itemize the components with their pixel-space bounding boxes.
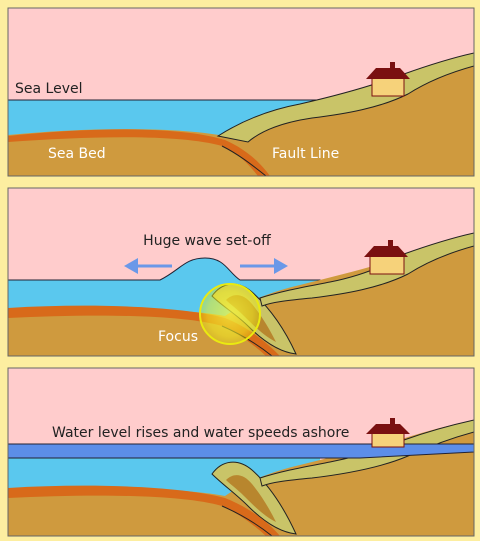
coastal-slope xyxy=(216,52,474,143)
sea-bed-label: Sea Bed xyxy=(48,146,106,162)
sea-bed-crust xyxy=(8,129,270,176)
panel-after: Water level rises and water speeds ashor… xyxy=(7,367,475,537)
focus-label: Focus xyxy=(158,329,198,345)
fault-line xyxy=(221,145,267,176)
panel-rupture: Huge wave set-off Focus xyxy=(7,187,475,357)
wedge-core xyxy=(226,475,276,522)
panel-before: Sea Level Sea Bed Fault Line xyxy=(7,7,475,177)
left-arrow xyxy=(124,258,172,274)
focus-highlight xyxy=(199,283,261,345)
panel-border xyxy=(7,367,475,537)
panel-border xyxy=(7,7,475,177)
house xyxy=(364,240,408,275)
house xyxy=(366,418,410,448)
rise-label: Water level rises and water speeds ashor… xyxy=(52,425,349,441)
sea-level-label: Sea Level xyxy=(15,81,82,97)
fault-line xyxy=(221,505,273,536)
right-arrow xyxy=(240,258,288,274)
panel-border xyxy=(7,187,475,357)
land xyxy=(8,54,474,176)
wave-label: Huge wave set-off xyxy=(143,233,271,249)
house xyxy=(366,62,410,97)
fault-line-label: Fault Line xyxy=(272,146,339,162)
land xyxy=(8,234,474,356)
land xyxy=(8,420,474,536)
sea-bed-crust xyxy=(8,485,280,536)
